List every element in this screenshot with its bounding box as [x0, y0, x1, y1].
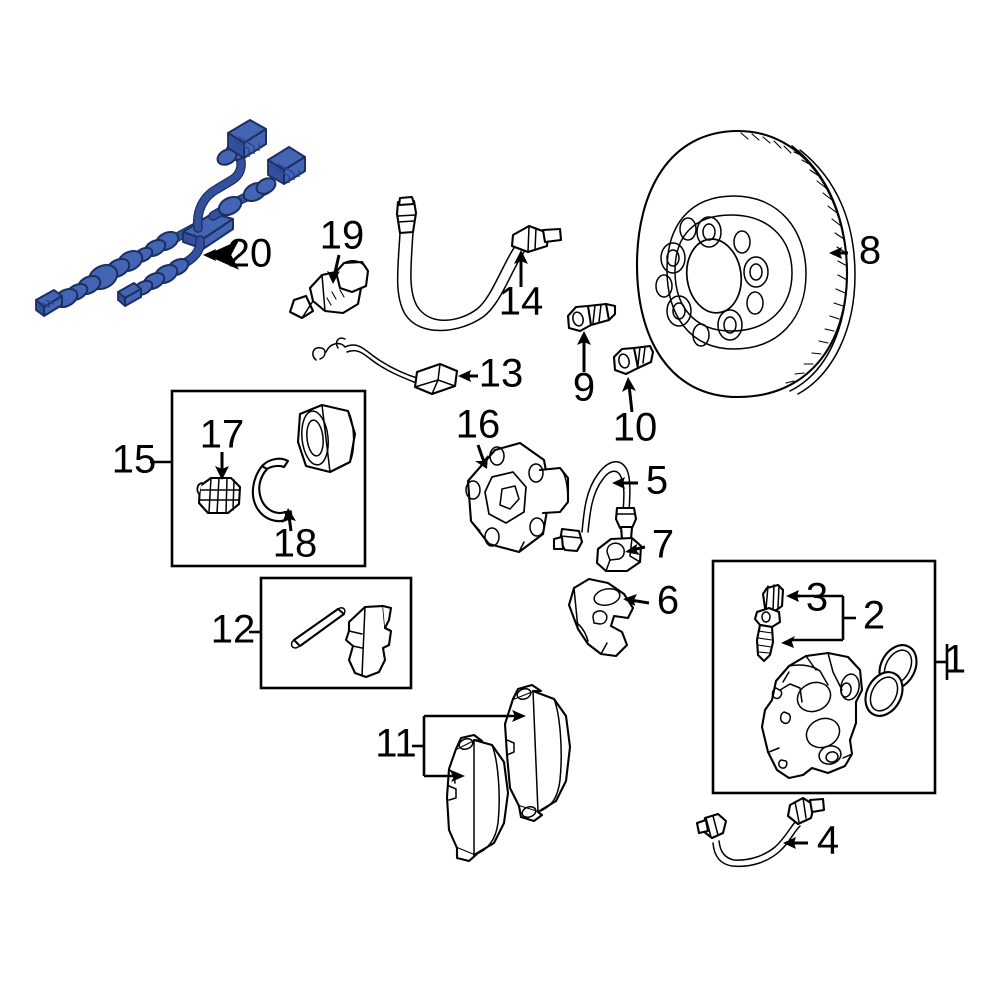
brake-line-pipe [695, 796, 826, 868]
caliper-mounting-bracket [567, 577, 635, 658]
callout-16: 16 [456, 403, 501, 447]
callout-6: 6 [657, 579, 679, 623]
callout-8: 8 [859, 229, 881, 273]
brake-pad-wear-sensor [312, 337, 459, 396]
caliper-guide-bolt [566, 302, 617, 333]
wheel-hub-knuckle [465, 441, 570, 554]
callout-10: 10 [613, 406, 658, 450]
brake-pad-outer [503, 683, 572, 823]
abs-wheel-speed-sensor [288, 260, 370, 320]
callout-7: 7 [652, 523, 674, 567]
brake-rotor-disc [635, 129, 856, 399]
brake-hose-flexible [395, 195, 563, 332]
callout-3: 3 [806, 576, 828, 620]
callout-14: 14 [499, 280, 544, 324]
callout-11: 11 [375, 722, 417, 766]
callout-18: 18 [273, 522, 318, 566]
brake-hose-bracket-line [552, 461, 638, 553]
callout-2: 2 [863, 594, 885, 638]
callout-5: 5 [646, 459, 668, 503]
callout-12: 12 [211, 608, 256, 652]
pad-anti-rattle-clip [344, 604, 393, 679]
callout-19: 19 [320, 214, 365, 258]
brake-caliper-body [760, 651, 864, 780]
bearing-snap-ring [251, 457, 293, 523]
abs-sensor-wiring-harness [35, 119, 306, 317]
callout-1: 1 [944, 638, 966, 682]
callout-17: 17 [200, 413, 245, 457]
wheel-bearing [296, 403, 357, 474]
caliper-bleeder-screw [761, 583, 785, 613]
caliper-seal-rings [864, 644, 918, 717]
callout-20: 20 [228, 232, 273, 276]
rotor-lug-holes [660, 216, 769, 341]
brake-hose-retaining-clip [595, 536, 643, 573]
rotor-retaining-screw [612, 344, 655, 376]
bearing-seal-ring [196, 476, 242, 515]
pad-retaining-pin [290, 607, 346, 649]
callout-4: 4 [817, 819, 839, 863]
callout-9: 9 [573, 366, 595, 410]
rotor-vent-holes [655, 217, 764, 347]
callout-15: 15 [112, 438, 157, 482]
callout-numbers: 1 2 3 4 5 6 7 8 9 10 11 12 13 14 15 16 1… [112, 214, 966, 863]
brake-pad-inner [445, 733, 510, 863]
caliper-guide-pin [753, 606, 782, 663]
callout-13: 13 [479, 352, 524, 396]
callout-leaders [150, 240, 949, 849]
